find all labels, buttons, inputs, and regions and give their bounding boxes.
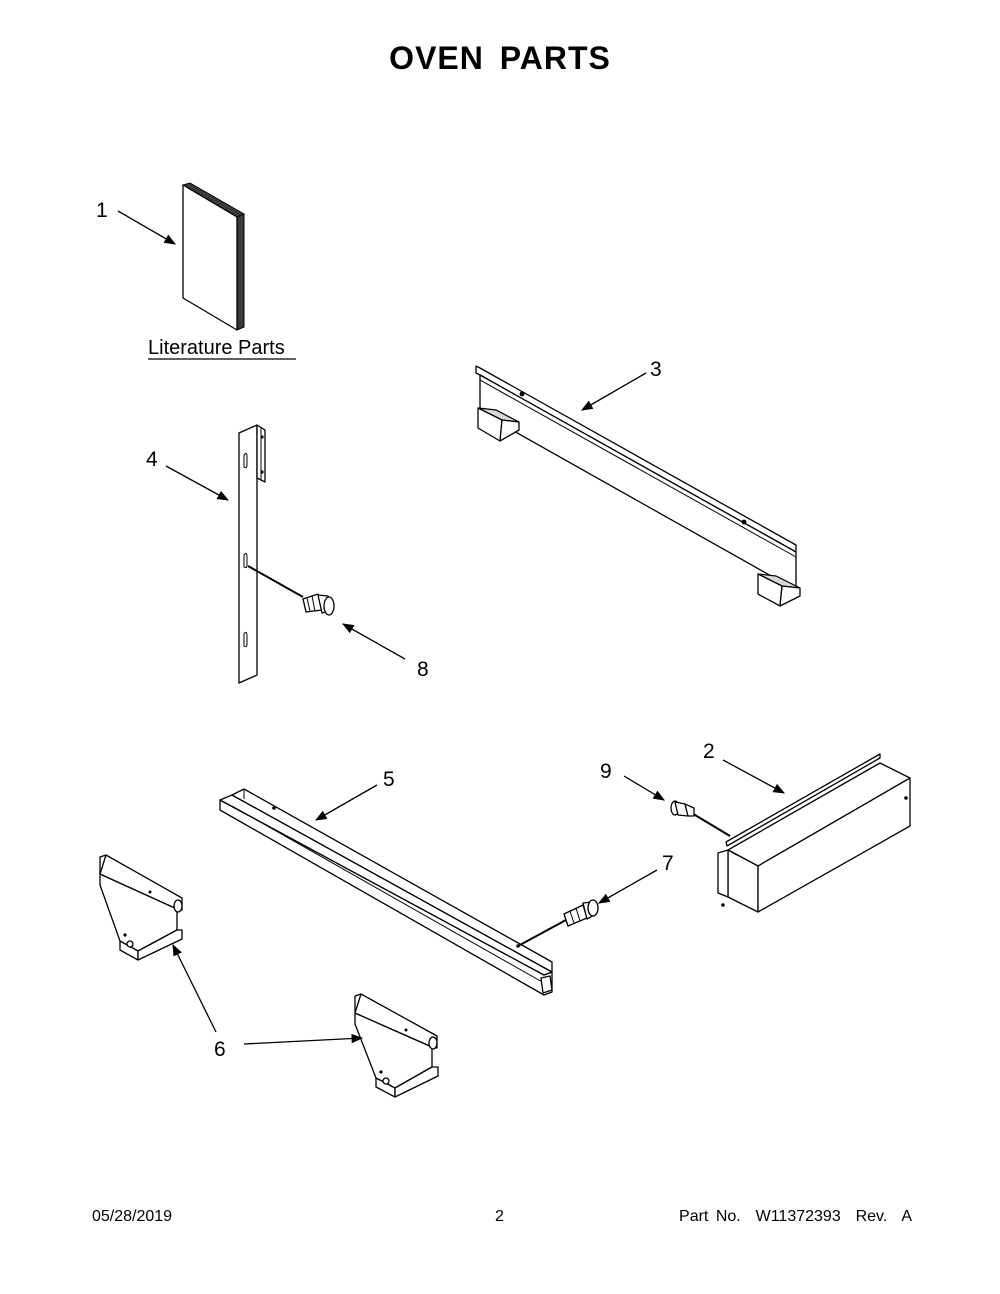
leader-2 bbox=[722, 759, 786, 794]
callout-3: 3 bbox=[650, 358, 662, 381]
callout-4: 4 bbox=[146, 448, 158, 471]
part-5-channel bbox=[219, 788, 553, 996]
part-1-literature-booklet bbox=[181, 182, 246, 331]
leader-6a bbox=[172, 943, 217, 1033]
callout-1: 1 bbox=[96, 199, 108, 222]
footer-page-number: 2 bbox=[495, 1208, 504, 1225]
part-9-screw bbox=[670, 800, 731, 837]
callout-5: 5 bbox=[383, 768, 395, 791]
leader-8 bbox=[341, 623, 406, 660]
part-6-support-bracket-left bbox=[99, 854, 183, 961]
part-8-screw bbox=[247, 565, 335, 616]
callout-2: 2 bbox=[703, 740, 715, 763]
leader-3 bbox=[580, 372, 647, 411]
part-3-rail bbox=[475, 365, 801, 607]
footer-date: 05/28/2019 bbox=[92, 1208, 173, 1225]
part-4-vertical-bracket bbox=[238, 424, 266, 684]
part-2-box-cover bbox=[717, 753, 911, 913]
part-6-support-bracket-right bbox=[354, 993, 439, 1098]
leader-1 bbox=[117, 210, 177, 245]
page-title: OVEN PARTS bbox=[389, 40, 611, 76]
leader-9 bbox=[623, 775, 666, 801]
literature-parts-label: Literature Parts bbox=[148, 337, 285, 359]
leader-4 bbox=[165, 465, 230, 501]
footer-part-number: Part No. W11372393 Rev. A bbox=[679, 1208, 912, 1225]
callout-9: 9 bbox=[600, 760, 612, 783]
callout-6: 6 bbox=[214, 1038, 226, 1061]
callout-7: 7 bbox=[662, 852, 674, 875]
part-7-screw bbox=[517, 899, 599, 947]
callout-8: 8 bbox=[417, 658, 429, 681]
leader-5 bbox=[314, 784, 378, 821]
leader-7 bbox=[597, 869, 658, 904]
leader-6b bbox=[243, 1033, 364, 1045]
